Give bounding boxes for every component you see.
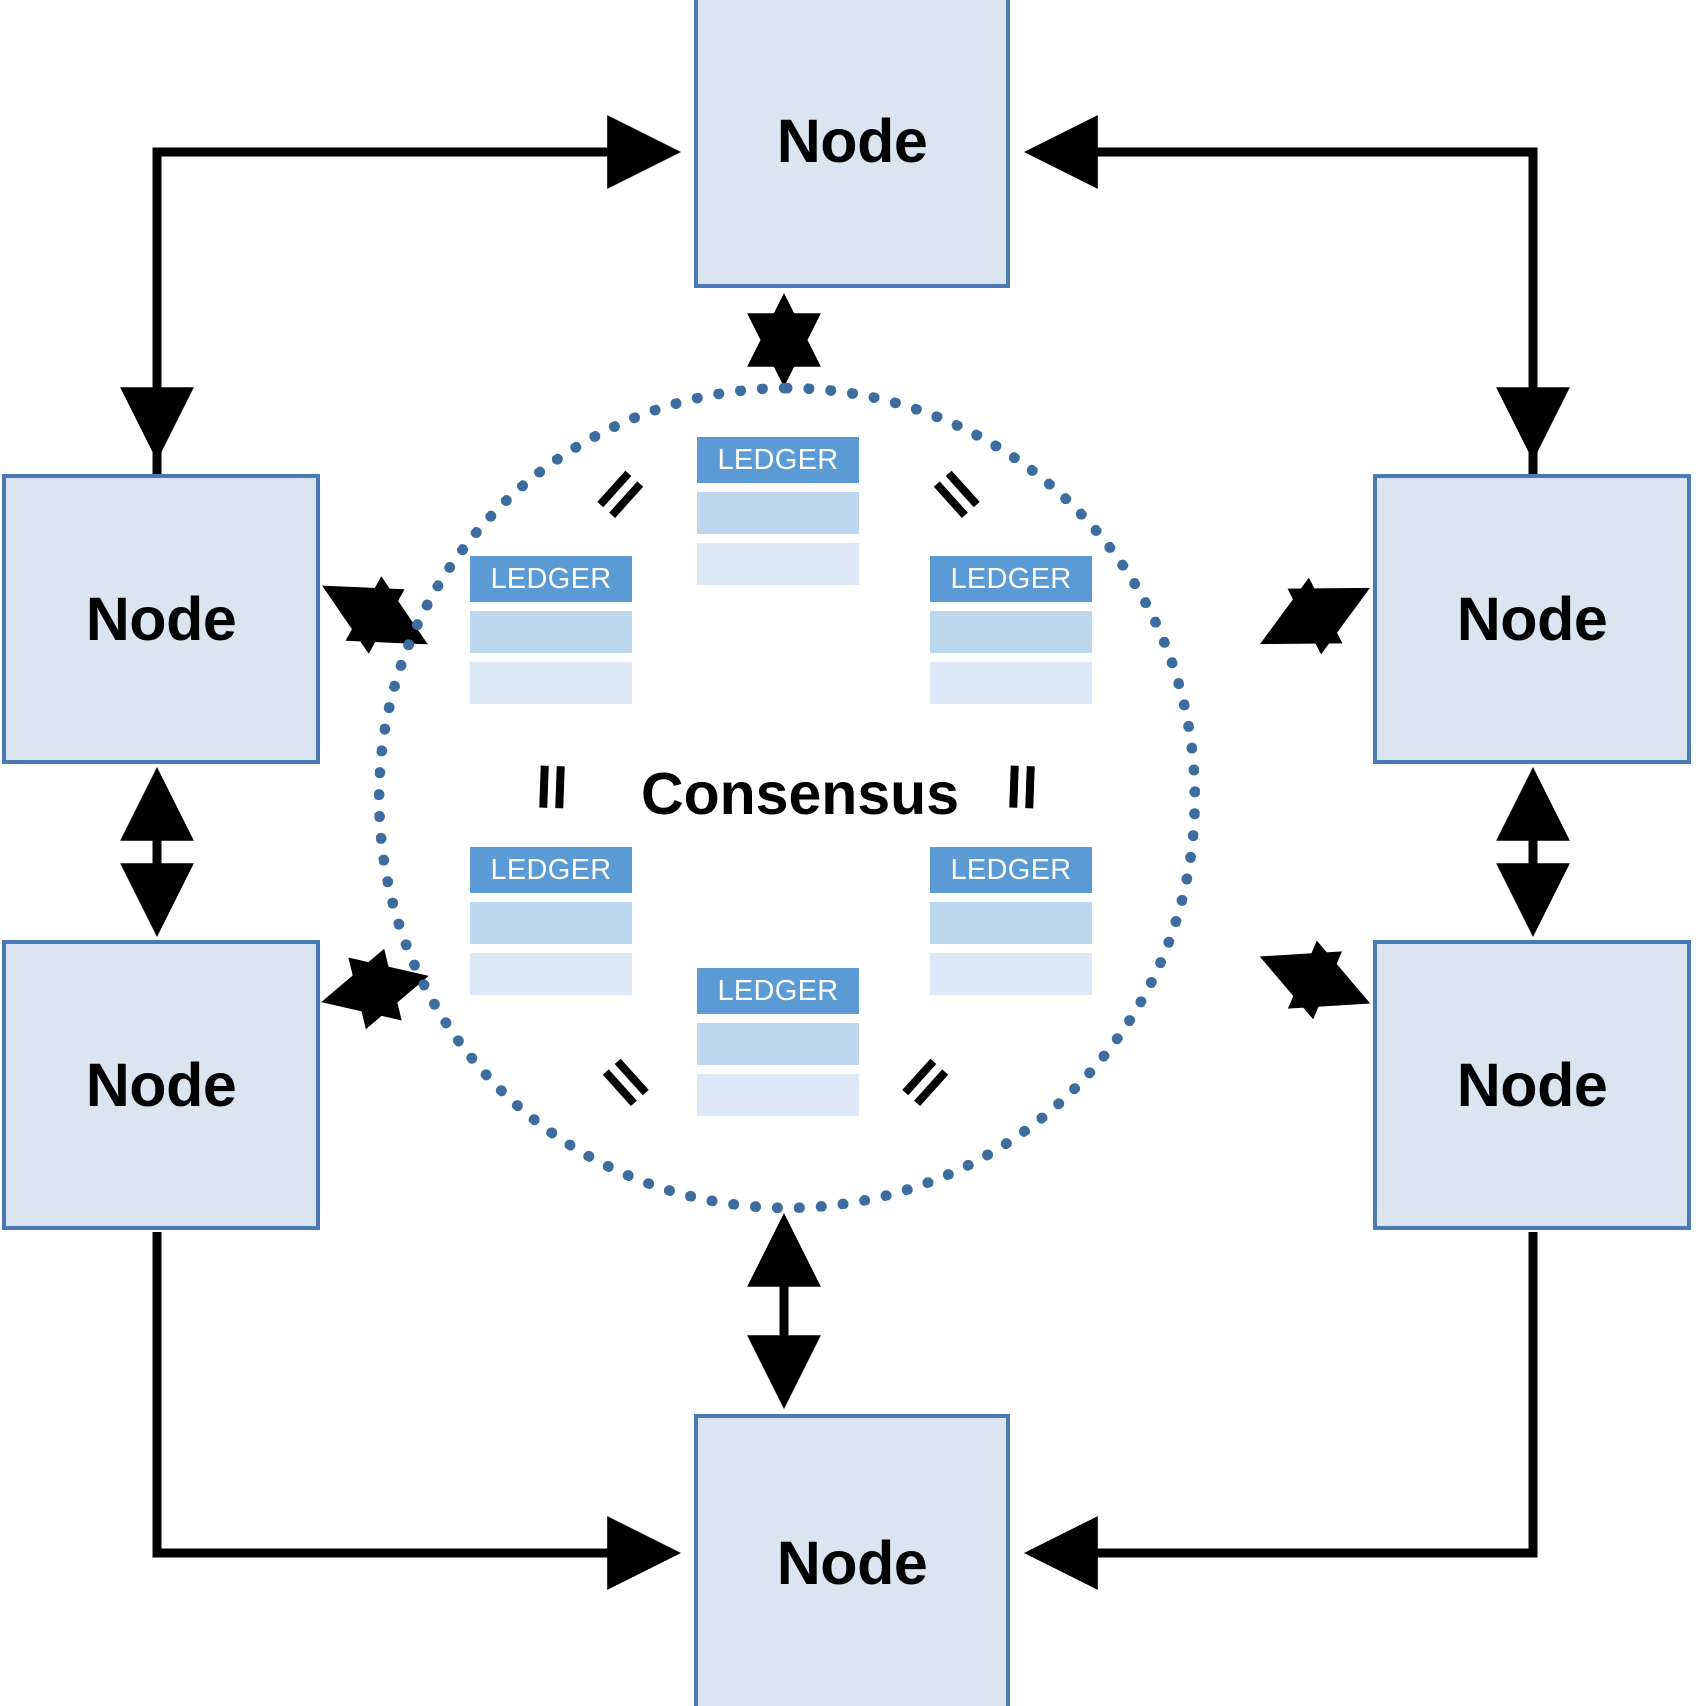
ledger-row-secondary	[697, 543, 859, 585]
node-box-left-lower[interactable]: Node	[2, 940, 320, 1230]
ledger-row-secondary	[470, 953, 632, 995]
ledger-row-secondary	[697, 1074, 859, 1116]
wire-rightupper-to-consensus	[1259, 577, 1371, 655]
wire-leftlower-to-consensus	[321, 948, 429, 1030]
ledger-card-top[interactable]: LEDGER	[697, 437, 859, 585]
node-box-right-lower[interactable]: Node	[1373, 940, 1691, 1230]
wire-leftupper-to-consensus	[322, 576, 428, 654]
ledger-row-primary	[930, 902, 1092, 944]
equals-icon-middle-right	[1007, 765, 1038, 809]
node-label: Node	[776, 1528, 928, 1597]
ledger-row-secondary	[930, 662, 1092, 704]
ledger-header: LEDGER	[930, 847, 1092, 893]
ledger-header: LEDGER	[697, 968, 859, 1014]
wire-rightlower-to-bottom	[1023, 1232, 1538, 1590]
ledger-header: LEDGER	[930, 556, 1092, 602]
ledger-header: LEDGER	[697, 437, 859, 483]
node-box-right-upper[interactable]: Node	[1373, 474, 1691, 764]
ledger-card-upper-left[interactable]: LEDGER	[470, 556, 632, 704]
node-label: Node	[85, 584, 237, 653]
ledger-card-lower-right[interactable]: LEDGER	[930, 847, 1092, 995]
node-label: Node	[1456, 1050, 1608, 1119]
ledger-row-primary	[470, 902, 632, 944]
node-box-bottom[interactable]: Node	[694, 1414, 1010, 1706]
consensus-label: Consensus	[640, 761, 960, 827]
node-label: Node	[776, 106, 928, 175]
ledger-row-primary	[697, 492, 859, 534]
ledger-header: LEDGER	[470, 556, 632, 602]
equals-icon-middle-left	[537, 765, 568, 809]
ledger-row-secondary	[470, 662, 632, 704]
wire-leftupper-to-top	[152, 115, 682, 475]
node-box-top[interactable]: Node	[694, 0, 1010, 288]
ledger-row-secondary	[930, 953, 1092, 995]
wire-rightlower-to-consensus	[1259, 940, 1371, 1020]
ledger-row-primary	[930, 611, 1092, 653]
ledger-card-lower-left[interactable]: LEDGER	[470, 847, 632, 995]
ledger-card-bottom[interactable]: LEDGER	[697, 968, 859, 1116]
node-label: Node	[1456, 584, 1608, 653]
ledger-header: LEDGER	[470, 847, 632, 893]
node-box-left-upper[interactable]: Node	[2, 474, 320, 764]
wire-leftlower-to-bottom	[152, 1232, 682, 1590]
ledger-row-primary	[470, 611, 632, 653]
consensus-circle	[374, 383, 1200, 1213]
ledger-card-upper-right[interactable]: LEDGER	[930, 556, 1092, 704]
wire-rightupper-to-top	[1023, 115, 1538, 475]
node-label: Node	[85, 1050, 237, 1119]
ledger-row-primary	[697, 1023, 859, 1065]
